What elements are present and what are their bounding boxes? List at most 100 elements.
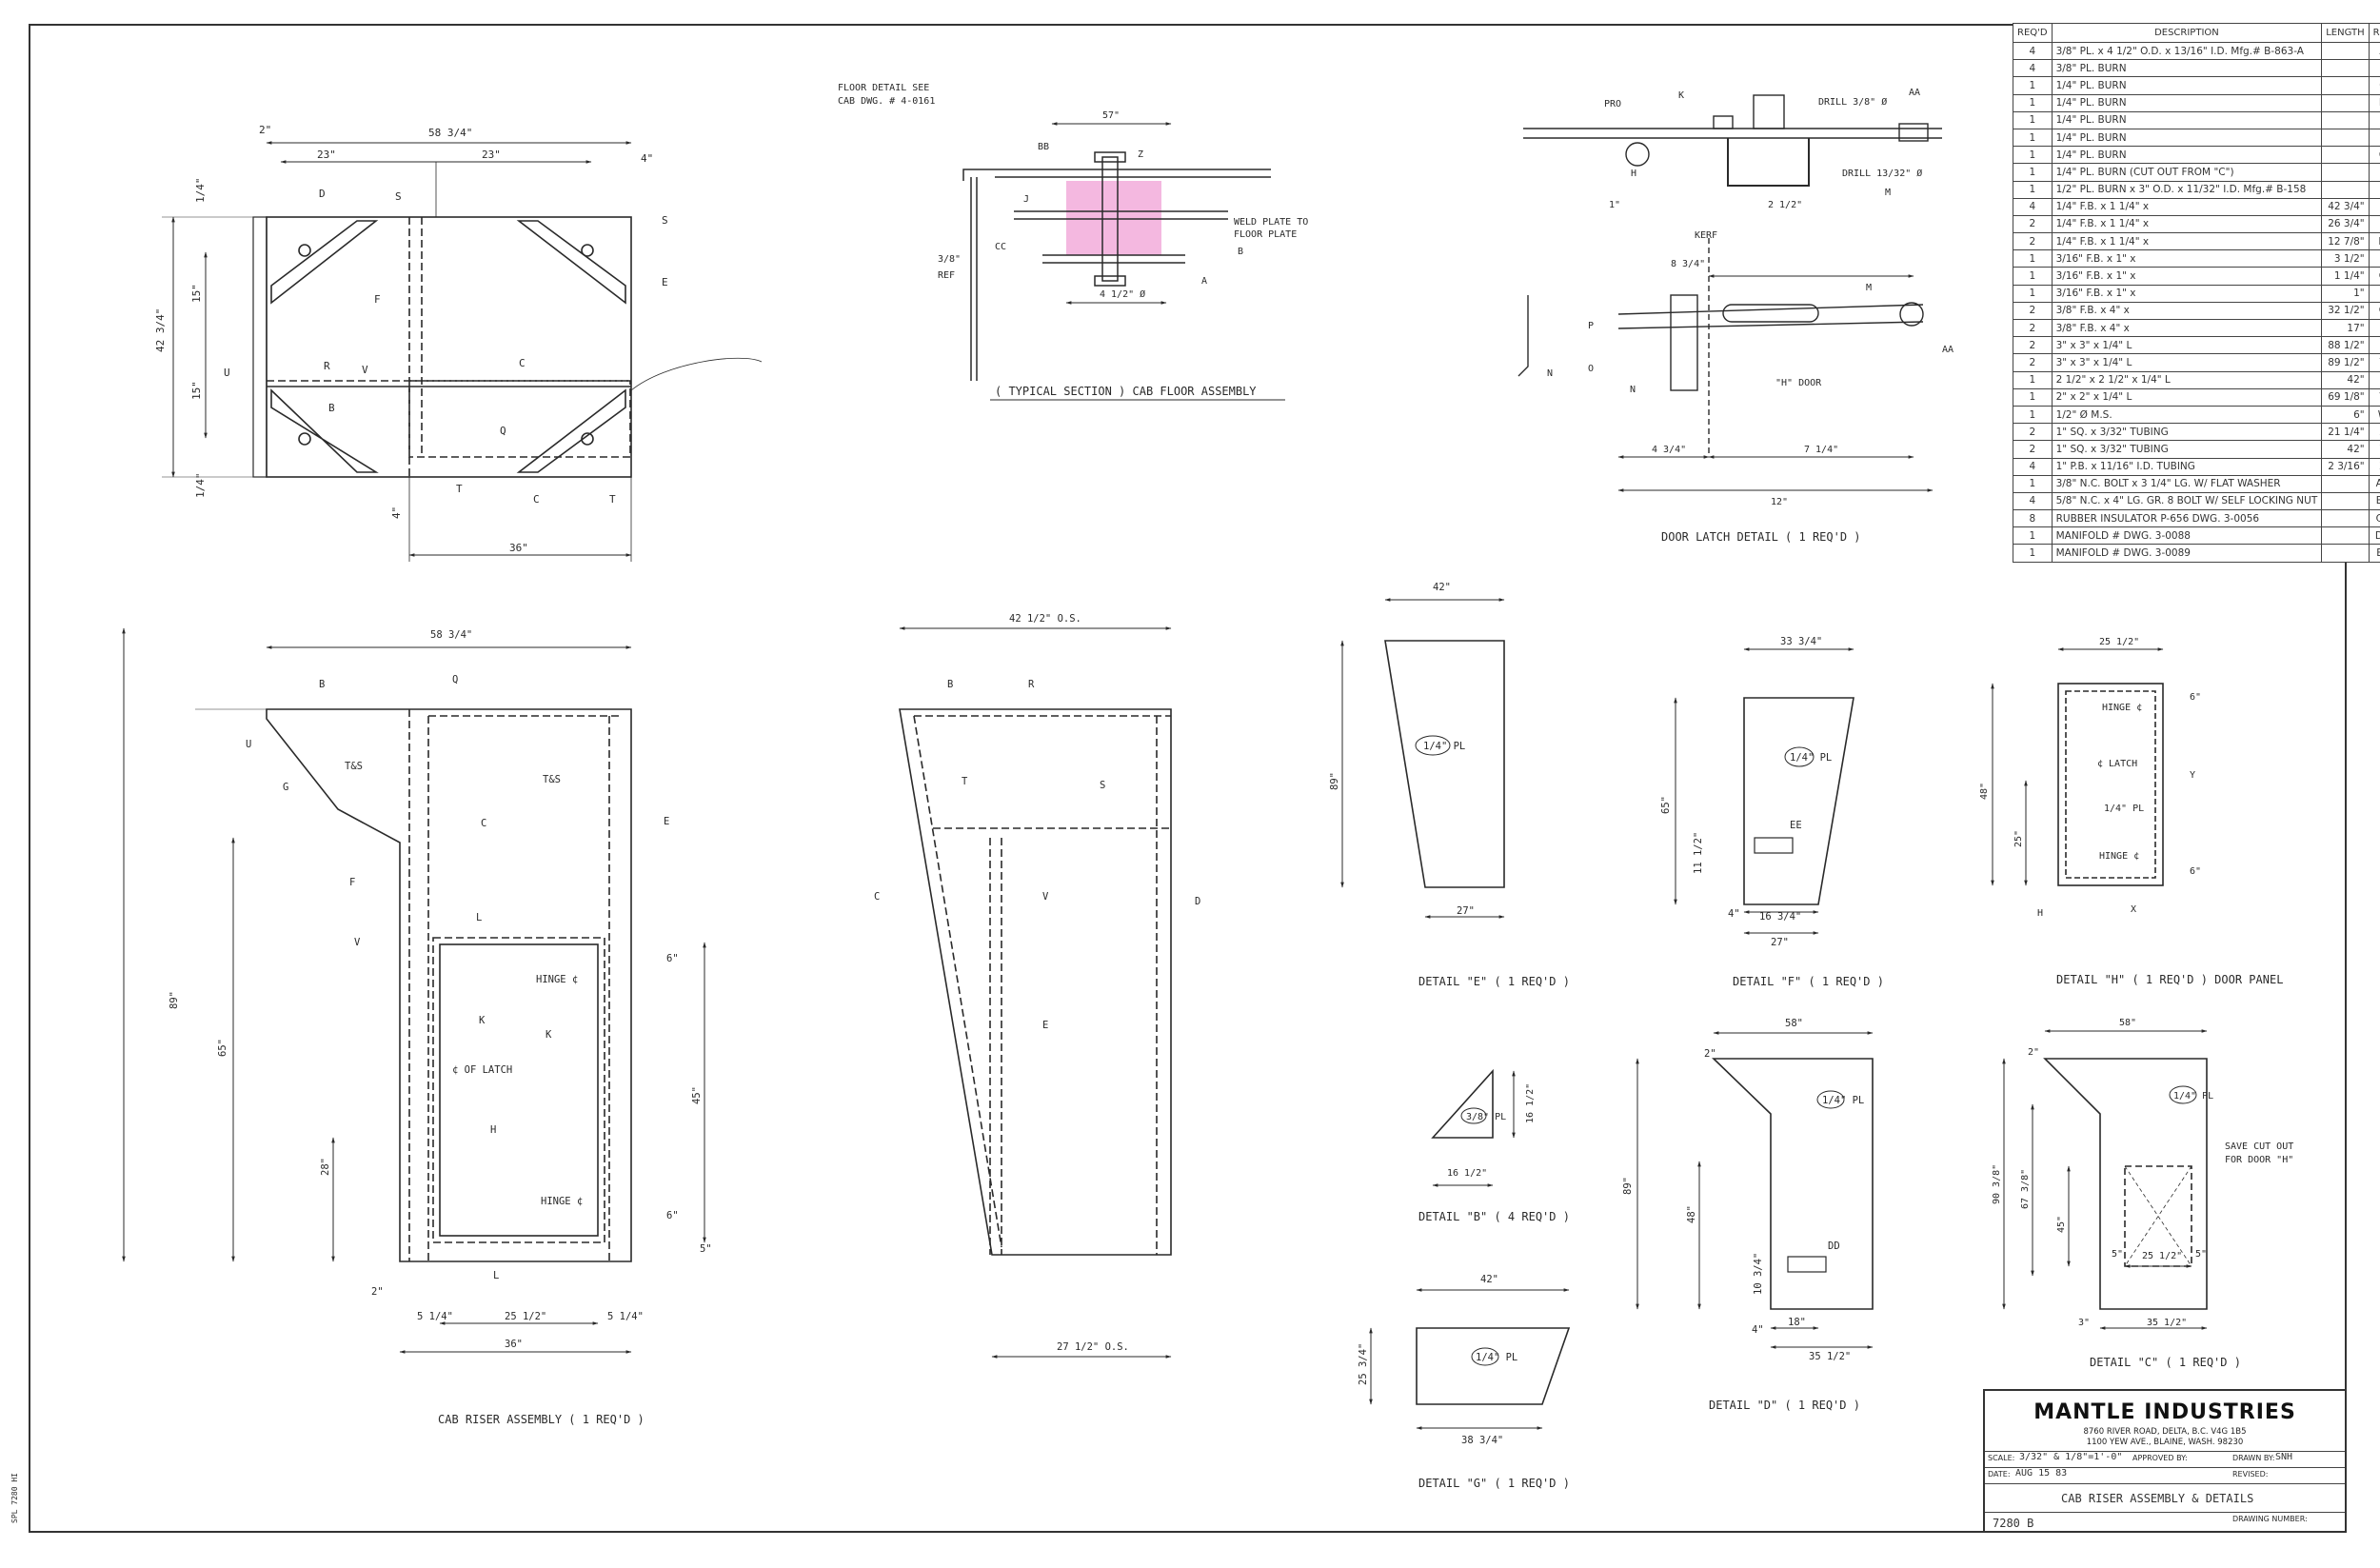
bom-ref: BB: [2368, 491, 2380, 511]
bom-description: 1/4" PL. BURN: [2051, 76, 2323, 95]
bom-description: 1/4" F.B. x 1 1/4" x: [2051, 232, 2323, 251]
bom-ref: EE: [2368, 544, 2380, 563]
bom-row: 43/8" PL. BURNB: [2013, 59, 2380, 78]
bom-ref: AA: [2368, 474, 2380, 493]
bom-qty: 2: [2013, 301, 2053, 321]
bom-length: 3 1/2": [2321, 249, 2370, 268]
detail-d-text: 58" 89" 48" 10 3/4" 18" 35 1/2" 2" 4" 1/…: [1622, 1018, 1864, 1412]
bom-description: 1/4" PL. BURN: [2051, 110, 2323, 129]
part-label: E: [662, 276, 668, 288]
bom-ref: Z: [2368, 457, 2380, 476]
bom-length: 89 1/2": [2321, 353, 2370, 372]
bom-description: 3/8" N.C. BOLT x 3 1/4" LG. W/ FLAT WASH…: [2051, 474, 2323, 493]
part-label: D: [1195, 896, 1200, 907]
part-label: M: [1885, 188, 1891, 198]
dim-text: 58 3/4": [430, 629, 472, 641]
dim-text: 2": [1704, 1048, 1716, 1060]
part-label: F: [349, 877, 355, 888]
bom-row: 11/4" PL. BURN (CUT OUT FROM "C")H: [2013, 163, 2380, 182]
dim-text: 5 1/4": [607, 1311, 644, 1322]
bom-ref: C: [2368, 76, 2380, 95]
bom-length: [2321, 76, 2370, 95]
bom-row: 23" x 3" x 1/4" L89 1/2"T: [2013, 353, 2380, 372]
dim-text: 48": [1979, 783, 1990, 800]
bom-ref: X: [2368, 423, 2380, 442]
bom-description: 1/4" PL. BURN: [2051, 146, 2323, 165]
part-label: Q: [452, 674, 458, 685]
bom-qty: 2: [2013, 440, 2053, 459]
bom-length: 32 1/2": [2321, 301, 2370, 321]
bom-ref: L: [2368, 214, 2380, 234]
dim-text: 4 3/4": [1652, 445, 1686, 455]
date-value: AUG 15 83: [2015, 1468, 2068, 1479]
bom-length: 26 3/4": [2321, 214, 2370, 234]
caption-detail-e: DETAIL "E" ( 1 REQ'D ): [1418, 975, 1570, 988]
door-latch-detail: [1517, 94, 1942, 492]
dim-text: 4 1/2" Ø: [1100, 288, 1145, 300]
bom-ref: B: [2368, 59, 2380, 78]
bom-row: 11/4" PL. BURNG: [2013, 146, 2380, 165]
bom-row: 21/4" F.B. x 1 1/4" x12 7/8"M: [2013, 232, 2380, 251]
bom-length: [2321, 93, 2370, 112]
part-label: C: [533, 493, 540, 506]
bom-length: 42": [2321, 440, 2370, 459]
detail-c: [2002, 1029, 2208, 1330]
bom-row: 11/4" PL. BURND: [2013, 93, 2380, 112]
note-text: DRILL 13/32" Ø: [1842, 168, 1922, 179]
bom-description: RUBBER INSULATOR P-656 DWG. 3-0056: [2051, 509, 2323, 528]
detail-f-text: 33 3/4" 65" 27" 16 3/4" 11 1/2" 4" 1/4" …: [1660, 636, 1884, 988]
bom-header: DESCRIPTION: [2051, 23, 2323, 43]
detail-f: [1674, 647, 1854, 935]
dim-text: 18": [1788, 1317, 1806, 1328]
bom-row: 23/8" F.B. x 4" x32 1/2"Q: [2013, 301, 2380, 321]
bom-length: [2321, 491, 2370, 511]
bom-length: 88 1/2": [2321, 336, 2370, 355]
bom-ref: DD: [2368, 526, 2380, 546]
detail-e: [1340, 598, 1505, 919]
bom-ref: A: [2368, 41, 2380, 61]
dim-text: 38 3/4": [1461, 1435, 1503, 1446]
bom-ref: F: [2368, 128, 2380, 148]
bom-qty: 1: [2013, 249, 2053, 268]
bom-length: 42 3/4": [2321, 197, 2370, 216]
bom-row: 12 1/2" x 2 1/2" x 1/4" L42"U: [2013, 370, 2380, 389]
dim-text: 4": [641, 152, 653, 165]
caption-detail-g: DETAIL "G" ( 1 REQ'D ): [1418, 1477, 1570, 1490]
title-block: MANTLE INDUSTRIES 8760 RIVER ROAD, DELTA…: [1983, 1389, 2347, 1533]
bom-qty: 4: [2013, 491, 2053, 511]
dim-text: 27": [1457, 905, 1475, 917]
note-text: HINGE ¢: [2102, 703, 2142, 713]
part-label: U: [224, 367, 230, 379]
bom-qty: 4: [2013, 41, 2053, 61]
bom-row: 23" x 3" x 1/4" L88 1/2"S: [2013, 336, 2380, 355]
dim-text: 5": [2195, 1249, 2207, 1260]
bom-qty: 1: [2013, 544, 2053, 563]
bom-ref: M: [2368, 232, 2380, 251]
margin-note: SPL 7280 HI: [10, 1473, 19, 1523]
note-text: CAB DWG. # 4-0161: [838, 96, 935, 107]
bom-qty: 1: [2013, 405, 2053, 425]
part-label: T: [609, 493, 616, 506]
part-label: K: [545, 1029, 552, 1041]
dim-text: 7 1/4": [1804, 445, 1838, 455]
dim-text: 65": [217, 1039, 228, 1057]
bom-row: 13/16" F.B. x 1" x3 1/2"N: [2013, 249, 2380, 268]
detail-b: [1431, 1068, 1516, 1187]
bom-description: MANIFOLD # DWG. 3-0089: [2051, 544, 2323, 563]
thk-text: 1/4" PL: [2173, 1091, 2213, 1102]
date-label: DATE:: [1988, 1470, 2011, 1479]
part-label: S: [395, 190, 402, 203]
bom-qty: 2: [2013, 318, 2053, 338]
bom-ref: E: [2368, 110, 2380, 129]
bom-length: [2321, 110, 2370, 129]
dim-text: 10 3/4": [1753, 1253, 1764, 1295]
rubber-insulator-fill: [1066, 181, 1161, 255]
bom-qty: 1: [2013, 110, 2053, 129]
bom-length: [2321, 526, 2370, 546]
dim-text: 15": [190, 284, 203, 303]
part-label: T&S: [345, 761, 363, 772]
dim-text: 2": [2028, 1047, 2039, 1058]
bom-row: 41/4" F.B. x 1 1/4" x42 3/4"K: [2013, 197, 2380, 216]
